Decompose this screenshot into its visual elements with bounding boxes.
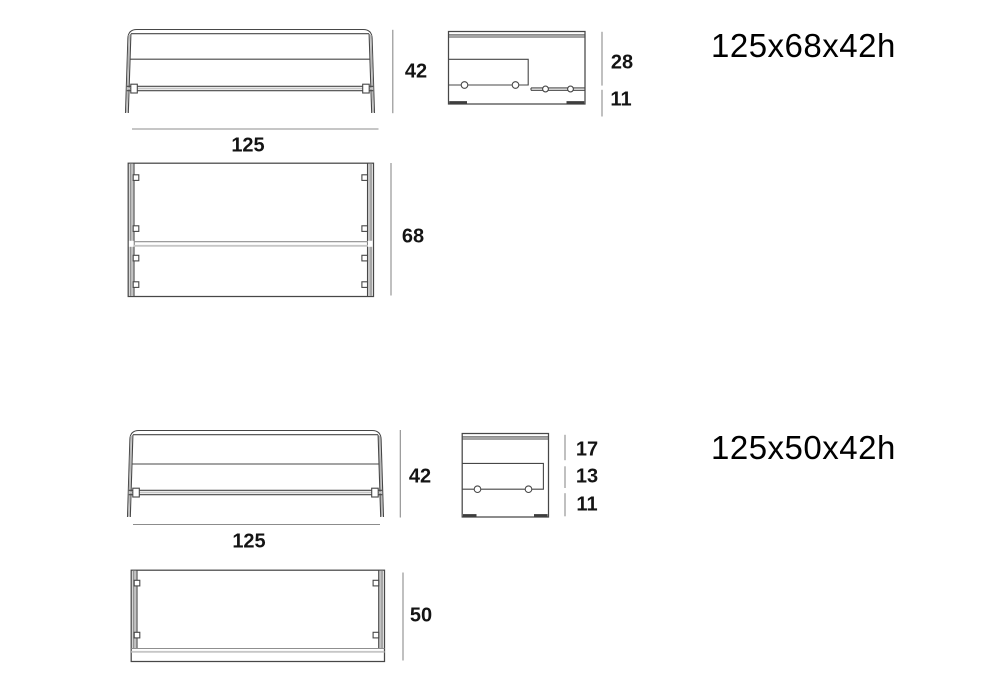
plan-view-1 xyxy=(127,162,375,298)
side-view-1 xyxy=(447,30,586,105)
dim-front-height-2: 42 xyxy=(408,465,432,488)
glass-clip xyxy=(361,281,369,288)
dim-side-upper-1: 28 xyxy=(610,51,634,74)
glass-clip xyxy=(361,174,369,181)
glass-clip xyxy=(372,631,380,639)
fastener-hole xyxy=(460,81,469,89)
glass-clip xyxy=(132,281,140,288)
dim-side-top-2: 17 xyxy=(575,438,599,461)
dim-front-height-1: 42 xyxy=(404,60,428,83)
dim-side-bottom-2: 11 xyxy=(576,493,598,516)
shelf-bracket xyxy=(362,83,370,94)
plan-view-2 xyxy=(130,569,386,663)
shelf-bracket xyxy=(130,83,138,94)
glass-clip xyxy=(361,225,369,232)
fastener-hole xyxy=(567,85,574,93)
front-view-2 xyxy=(126,429,385,518)
fastener-hole xyxy=(524,485,533,494)
shelf-bracket xyxy=(371,487,379,498)
fastener-hole xyxy=(542,85,549,93)
dim-side-middle-2: 13 xyxy=(575,465,599,488)
glass-clip xyxy=(133,631,141,639)
product-title-2: 125x50x42h xyxy=(711,429,896,466)
glass-clip xyxy=(132,254,140,262)
glass-clip xyxy=(361,254,369,262)
front-view-1 xyxy=(124,28,376,114)
dim-plan-depth-1: 68 xyxy=(401,225,425,248)
dimension-lines-1 xyxy=(132,29,603,296)
side-view-2 xyxy=(461,432,550,518)
shelf-bracket xyxy=(132,487,140,498)
dim-front-width-2: 125 xyxy=(232,530,266,553)
glass-clip xyxy=(132,225,140,232)
glass-clip xyxy=(132,174,140,181)
dim-front-width-1: 125 xyxy=(231,134,265,157)
glass-clip xyxy=(133,579,141,587)
dim-plan-depth-2: 50 xyxy=(409,604,433,627)
dim-side-lower-1: 11 xyxy=(610,88,632,111)
fastener-hole xyxy=(511,81,520,89)
dimension-lines-2 xyxy=(133,430,566,661)
glass-clip xyxy=(372,579,380,587)
product-title-1: 125x68x42h xyxy=(711,27,896,64)
fastener-hole xyxy=(473,485,482,494)
